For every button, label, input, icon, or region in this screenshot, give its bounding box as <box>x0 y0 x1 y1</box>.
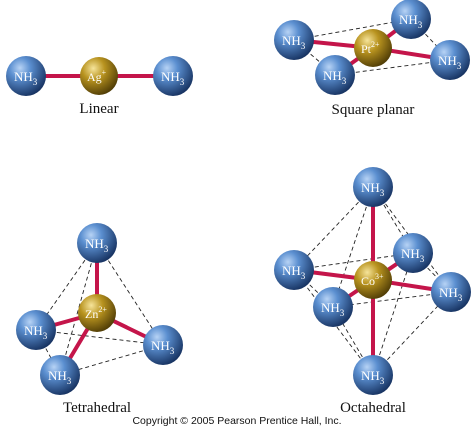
polyhedron-edge <box>35 329 164 346</box>
metal-ion-sphere: Ag+ <box>80 57 118 95</box>
polyhedron-edge <box>96 242 164 346</box>
ligand-nh3-sphere: NH3 <box>16 310 56 350</box>
ligand-formula: NH3 <box>161 69 185 87</box>
geometry-label: Tetrahedral <box>63 400 131 416</box>
ligand-formula: NH3 <box>399 12 423 30</box>
polyhedron-edge <box>293 252 414 271</box>
ligand-formula: NH3 <box>361 368 385 386</box>
ligand-nh3-sphere: NH3 <box>315 55 355 95</box>
ligand-formula: NH3 <box>438 53 462 71</box>
ligand-formula: NH3 <box>323 68 347 86</box>
geometry-label: Square planar <box>332 102 415 118</box>
ligand-formula: NH3 <box>151 338 175 356</box>
ligand-formula: NH3 <box>401 246 425 264</box>
polyhedron-edge <box>372 252 414 376</box>
geometry-label: Octahedral <box>340 400 406 416</box>
ligand-formula: NH3 <box>24 323 48 341</box>
ligand-formula: NH3 <box>85 236 109 254</box>
metal-ion-sphere: Co3+ <box>354 261 392 299</box>
ligand-nh3-sphere: NH3 <box>274 250 314 290</box>
ligand-formula: NH3 <box>48 368 72 386</box>
metal-ion-sphere: Zn2+ <box>78 294 116 332</box>
polyhedron-edge <box>332 186 374 308</box>
polyhedron-edge <box>59 242 98 376</box>
copyright-notice: Copyright © 2005 Pearson Prentice Hall, … <box>132 415 341 427</box>
ligand-nh3-sphere: NH3 <box>391 0 431 39</box>
ligand-nh3-sphere: NH3 <box>353 167 393 207</box>
polyhedron-edge <box>334 59 451 76</box>
ligand-formula: NH3 <box>321 300 345 318</box>
geometry-label: Linear <box>79 101 118 117</box>
ligand-formula: NH3 <box>282 33 306 51</box>
ligand-nh3-sphere: NH3 <box>77 223 117 263</box>
ligand-nh3-sphere: NH3 <box>431 272 471 312</box>
ligand-nh3-sphere: NH3 <box>430 40 470 80</box>
ligand-nh3-sphere: NH3 <box>6 56 46 96</box>
ligand-nh3-sphere: NH3 <box>153 56 193 96</box>
ligand-nh3-sphere: NH3 <box>393 233 433 273</box>
ligand-nh3-sphere: NH3 <box>313 287 353 327</box>
ligand-formula: NH3 <box>282 263 306 281</box>
ligand-formula: NH3 <box>14 69 38 87</box>
ligand-formula: NH3 <box>439 285 463 303</box>
polyhedron-edge <box>293 186 374 271</box>
ligand-nh3-sphere: NH3 <box>353 355 393 395</box>
ligand-nh3-sphere: NH3 <box>274 20 314 60</box>
ligand-formula: NH3 <box>361 180 385 198</box>
ligand-nh3-sphere: NH3 <box>143 325 183 365</box>
metal-ion-sphere: Pt2+ <box>354 29 392 67</box>
ligand-nh3-sphere: NH3 <box>40 355 80 395</box>
